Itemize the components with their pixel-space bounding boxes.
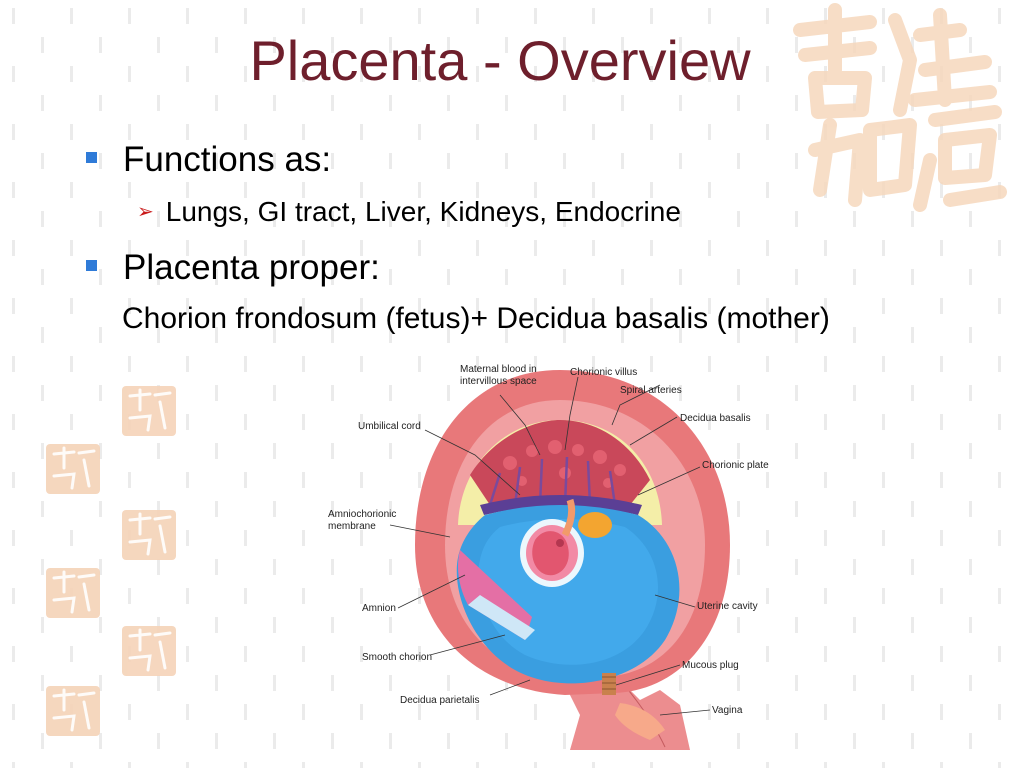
arrow-bullet-icon: ➢ xyxy=(137,201,154,223)
chorionic-plate xyxy=(480,495,642,515)
label-smooth-chorion: Smooth chorion xyxy=(362,652,432,663)
label-vagina: Vagina xyxy=(712,705,743,716)
bullet-text: Functions as: xyxy=(123,140,332,179)
label-chorionic-plate: Chorionic plate xyxy=(702,460,769,471)
seal-watermark-small xyxy=(46,386,176,736)
bullet-placenta-proper: Placenta proper: xyxy=(86,248,380,288)
square-bullet-icon xyxy=(86,152,97,164)
sub-bullet-organs: ➢ Lungs, GI tract, Liver, Kidneys, Endocr… xyxy=(137,196,681,228)
placenta-diagram: Maternal blood in intervillous space Cho… xyxy=(328,364,769,750)
mucous-plug xyxy=(602,673,616,695)
label-maternal-blood-2: intervillous space xyxy=(460,376,537,387)
label-mucous-plug: Mucous plug xyxy=(682,660,739,671)
placenta-definition: Chorion frondosum (fetus)+ Decidua basal… xyxy=(122,302,830,335)
label-maternal-blood-1: Maternal blood in xyxy=(460,364,537,375)
seal-watermark-large xyxy=(793,3,1007,212)
label-spiral-arteries: Spiral arteries xyxy=(620,385,682,396)
bullet-text: Placenta proper: xyxy=(123,248,380,287)
label-amniochorionic-1: Amniochorionic xyxy=(328,509,396,520)
label-amniochorionic-2: membrane xyxy=(328,521,376,532)
label-decidua-parietalis: Decidua parietalis xyxy=(400,695,480,706)
vagina-inner xyxy=(615,703,665,740)
slide-title: Placenta - Overview xyxy=(249,29,751,92)
label-uterine-cavity: Uterine cavity xyxy=(697,601,758,612)
square-bullet-icon xyxy=(86,260,97,272)
label-umbilical-cord: Umbilical cord xyxy=(358,421,421,432)
label-decidua-basalis: Decidua basalis xyxy=(680,413,751,424)
embryo xyxy=(520,498,612,587)
label-chorionic-villus: Chorionic villus xyxy=(570,367,637,378)
sub-bullet-text: Lungs, GI tract, Liver, Kidneys, Endocri… xyxy=(165,196,681,227)
bullet-functions: Functions as: xyxy=(86,140,331,180)
label-amnion: Amnion xyxy=(362,603,396,614)
